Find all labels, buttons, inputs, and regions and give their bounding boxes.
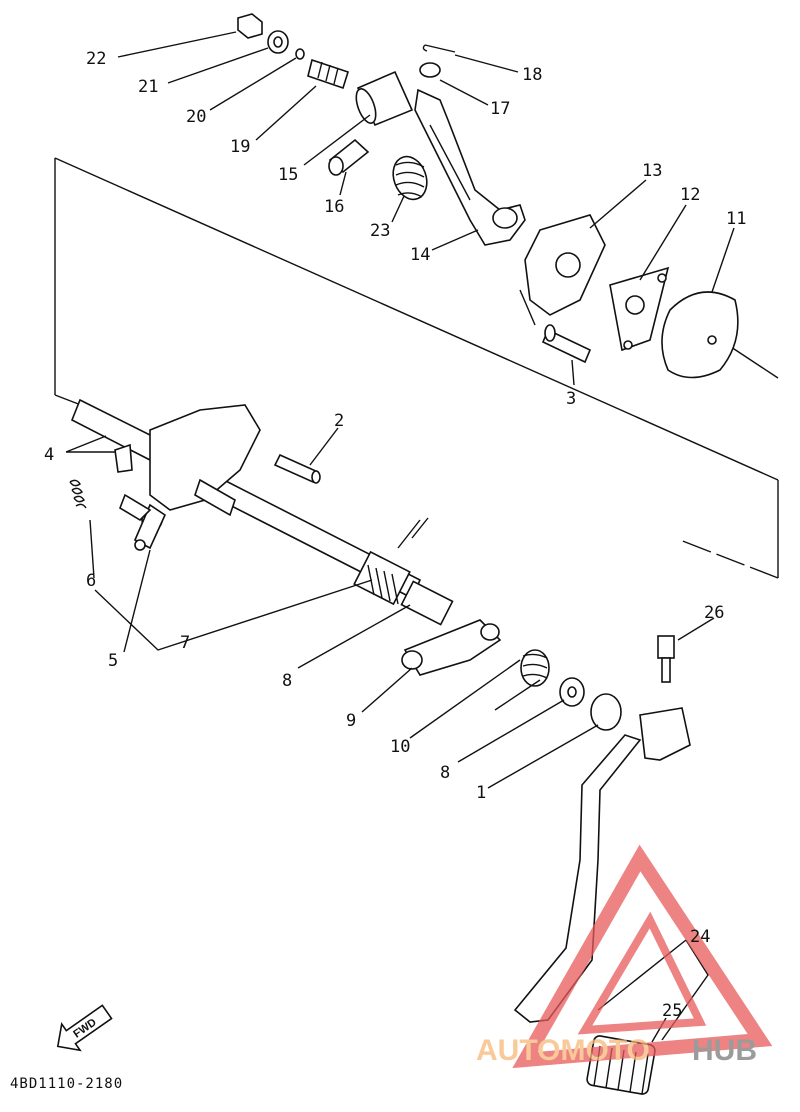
callout-26: 26: [704, 603, 724, 623]
bolt-3: [541, 324, 592, 364]
stopper-lever-13: [519, 214, 606, 326]
callout-labels: 22 21 20 19 15 16 23 14 18 17 13 12 11 3…: [44, 49, 746, 1021]
callout-11: 11: [726, 209, 746, 229]
watermark-logo: AUTOMOTO HUB: [476, 844, 773, 1069]
callout-16: 16: [324, 197, 344, 217]
shift-shaft: [210, 476, 454, 626]
callout-8-top: 8: [282, 671, 292, 691]
spring-10: [494, 649, 550, 711]
washer-21: [267, 30, 289, 54]
callout-13: 13: [642, 161, 662, 181]
bushing-1: [590, 693, 622, 731]
callout-3: 3: [566, 389, 576, 409]
assembly-frame: [54, 157, 779, 579]
spring-23: [392, 155, 428, 201]
shift-pedal-24: [513, 707, 691, 1023]
nut-22: [237, 13, 263, 39]
callout-20: 20: [186, 107, 206, 127]
callout-9: 9: [346, 711, 356, 731]
ring-20: [295, 48, 305, 60]
shift-lever-14: [414, 88, 526, 246]
callout-19: 19: [230, 137, 250, 157]
bolt-19: [307, 58, 349, 90]
callout-24: 24: [690, 927, 710, 947]
callout-8-bottom: 8: [440, 763, 450, 783]
callout-7: 7: [180, 633, 190, 653]
callout-25: 25: [662, 1001, 682, 1021]
callout-18: 18: [522, 65, 542, 85]
spring-6: [69, 479, 87, 509]
callout-22: 22: [86, 49, 106, 69]
callout-21: 21: [138, 77, 158, 97]
bolt-26: [657, 635, 675, 683]
shift-fork-assembly: [70, 398, 261, 551]
callout-17: 17: [490, 99, 510, 119]
watermark-text-part1: AUTOMOTO: [476, 1034, 650, 1067]
shift-arm-9: [401, 619, 502, 676]
callout-4: 4: [44, 445, 54, 465]
callout-10: 10: [390, 737, 410, 757]
cover-11: [661, 291, 739, 379]
leader-lines: [65, 31, 735, 1043]
callout-12: 12: [680, 185, 700, 205]
watermark-text-part2: HUB: [692, 1034, 757, 1067]
washer-8: [559, 677, 585, 707]
clip-17: [419, 62, 441, 78]
plate-12: [609, 266, 670, 352]
callout-6: 6: [86, 571, 96, 591]
pin-16: [328, 138, 370, 176]
callout-2: 2: [334, 411, 344, 431]
fwd-arrow-icon: FWD: [56, 1004, 113, 1052]
shaft-15: [355, 70, 414, 127]
cotter-pin-18: [422, 44, 456, 53]
pin-2: [273, 453, 321, 484]
callout-23: 23: [370, 221, 390, 241]
callout-15: 15: [278, 165, 298, 185]
callout-5: 5: [108, 651, 118, 671]
part-code: 4BD1110-2180: [10, 1076, 123, 1092]
callout-1: 1: [476, 783, 486, 803]
callout-14: 14: [410, 245, 430, 265]
